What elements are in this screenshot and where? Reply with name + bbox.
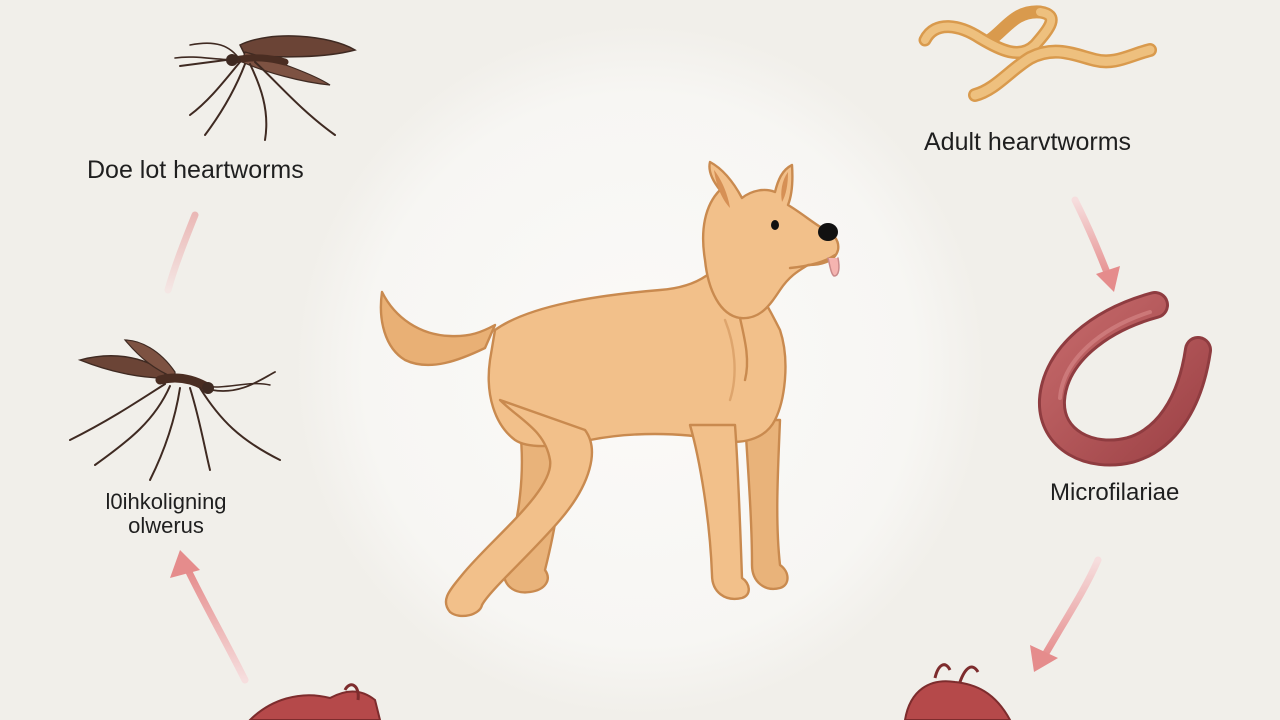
cycle-arrows	[164, 196, 1120, 684]
arrow-bottom-right-head	[1030, 645, 1058, 672]
dog-leg-front-far	[743, 418, 789, 591]
arrow-top-right	[1071, 196, 1114, 284]
label-adult-heartworms: Adult hearvtworms	[924, 128, 1132, 156]
label-larvae-line1: l0ihkoligning	[105, 489, 227, 514]
label-mosquito-bite: Doe lot heartworms	[87, 156, 304, 184]
dog-body	[487, 243, 787, 448]
label-larvae-development: l0ihkoligning olwerus	[101, 489, 231, 539]
label-microfilariae: Microfilariae	[1050, 479, 1180, 506]
arrow-bottom-left-head	[170, 550, 200, 578]
mosquito-mid-left-icon	[69, 339, 281, 481]
arrow-bottom-right	[1038, 556, 1102, 664]
microfilariae-icon	[1038, 291, 1212, 467]
label-larvae-line2: olwerus	[128, 513, 204, 539]
adult-heartworm-icon	[918, 5, 1157, 102]
arrow-top-right-head	[1096, 266, 1120, 292]
dog-tail	[379, 290, 497, 367]
dog-leg-back-near	[444, 398, 593, 618]
heart-bottom-right-icon	[903, 663, 1012, 720]
dog-head	[701, 160, 840, 320]
arrow-bottom-left	[184, 566, 249, 684]
mosquito-top-left-icon	[174, 35, 357, 141]
heart-bottom-left-icon	[248, 683, 382, 720]
dog-illustration	[379, 160, 840, 618]
arrow-top-left	[164, 211, 199, 294]
dog-leg-front-near	[688, 423, 750, 601]
